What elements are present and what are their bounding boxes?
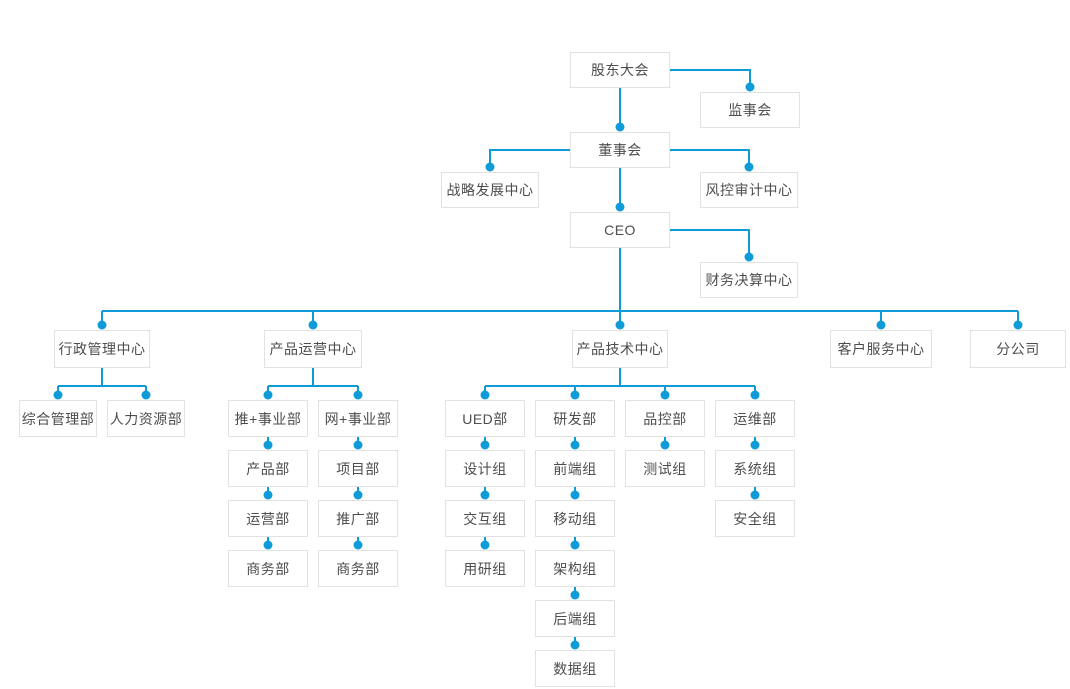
org-node-supervisory-board: 监事会 (700, 92, 800, 128)
org-node-branch-company: 分公司 (970, 330, 1066, 368)
org-node-finance-center: 财务决算中心 (700, 262, 798, 298)
org-node-testing-group: 测试组 (625, 450, 705, 487)
org-node-mobile-group: 移动组 (535, 500, 615, 537)
org-node-promotion-dept: 推广部 (318, 500, 398, 537)
org-node-data-group: 数据组 (535, 650, 615, 687)
org-node-general-admin-dept: 综合管理部 (19, 400, 97, 437)
org-node-architecture-group: 架构组 (535, 550, 615, 587)
org-node-backend-group: 后端组 (535, 600, 615, 637)
org-node-security-group: 安全组 (715, 500, 795, 537)
org-node-business-dept-1: 商务部 (228, 550, 308, 587)
org-node-hr-dept: 人力资源部 (107, 400, 185, 437)
org-node-product-tech-center: 产品技术中心 (572, 330, 668, 368)
org-node-ceo: CEO (570, 212, 670, 248)
org-node-user-research-group: 用研组 (445, 550, 525, 587)
org-node-board-of-directors: 董事会 (570, 132, 670, 168)
org-node-ops-dept: 运维部 (715, 400, 795, 437)
org-node-rd-dept: 研发部 (535, 400, 615, 437)
org-node-shareholders: 股东大会 (570, 52, 670, 88)
org-node-strategy-center: 战略发展中心 (441, 172, 539, 208)
org-node-ued-dept: UED部 (445, 400, 525, 437)
org-node-design-group: 设计组 (445, 450, 525, 487)
org-node-risk-audit-center: 风控审计中心 (700, 172, 798, 208)
org-node-admin-center: 行政管理中心 (54, 330, 150, 368)
org-node-interaction-group: 交互组 (445, 500, 525, 537)
org-node-customer-service-center: 客户服务中心 (830, 330, 932, 368)
org-node-frontend-group: 前端组 (535, 450, 615, 487)
org-node-business-dept-2: 商务部 (318, 550, 398, 587)
org-node-tui-division: 推+事业部 (228, 400, 308, 437)
org-node-project-dept: 项目部 (318, 450, 398, 487)
org-node-product-dept: 产品部 (228, 450, 308, 487)
org-node-qc-dept: 品控部 (625, 400, 705, 437)
org-node-wang-division: 网+事业部 (318, 400, 398, 437)
org-node-operations-dept: 运营部 (228, 500, 308, 537)
org-node-product-ops-center: 产品运营中心 (264, 330, 362, 368)
org-node-system-group: 系统组 (715, 450, 795, 487)
